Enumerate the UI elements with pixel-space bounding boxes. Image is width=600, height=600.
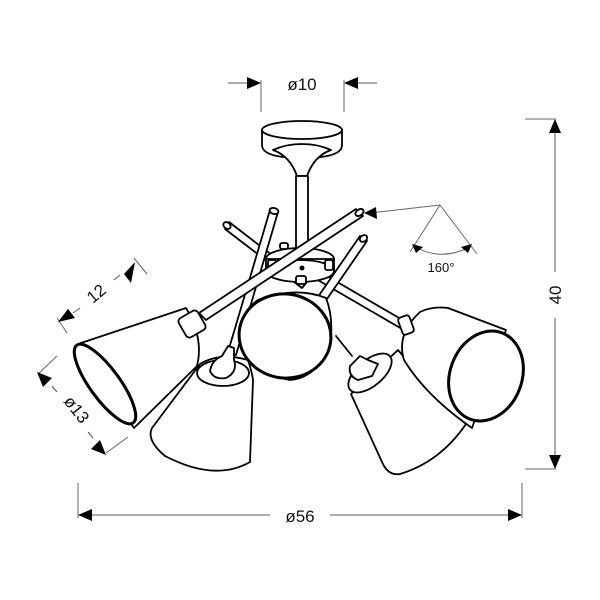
ceiling-canopy: [261, 120, 343, 177]
arm-2: [198, 208, 365, 321]
shade-1: [72, 307, 207, 429]
total-height-label: 40: [546, 286, 565, 305]
arrow-icon: [461, 244, 472, 253]
shade-3: [237, 291, 333, 381]
shade-diameter-label: ø13: [60, 392, 93, 427]
dimension-total-height: 40: [525, 118, 565, 470]
arrow-left-icon: [78, 509, 92, 521]
arrow-left-icon: [344, 77, 358, 89]
shade-5: [397, 306, 525, 429]
arrow-down-icon: [549, 455, 561, 469]
canopy-diameter-label: ø10: [287, 75, 316, 94]
arrow-up-icon: [549, 119, 561, 133]
shade-2: [149, 345, 254, 472]
dimension-shade-length: 12: [56, 257, 148, 334]
arrow-left-icon: [364, 207, 377, 219]
shade-length-label: 12: [83, 280, 110, 307]
arrow-right-icon: [247, 77, 261, 89]
arrow-icon: [124, 262, 135, 283]
arrow-icon: [58, 309, 75, 322]
shade-4: [335, 335, 467, 476]
stem: [295, 175, 309, 253]
dimension-rotation-angle: 160°: [364, 204, 478, 275]
arrow-icon: [412, 244, 423, 253]
arrow-right-icon: [508, 509, 522, 521]
arrow-icon: [91, 440, 106, 455]
lamp-body: [72, 120, 525, 476]
rotation-angle-label: 160°: [428, 260, 455, 275]
arrow-icon: [37, 372, 52, 387]
dimension-canopy-diameter: ø10: [228, 75, 377, 112]
dimension-total-diameter: ø56: [77, 483, 523, 526]
total-diameter-label: ø56: [285, 507, 314, 526]
